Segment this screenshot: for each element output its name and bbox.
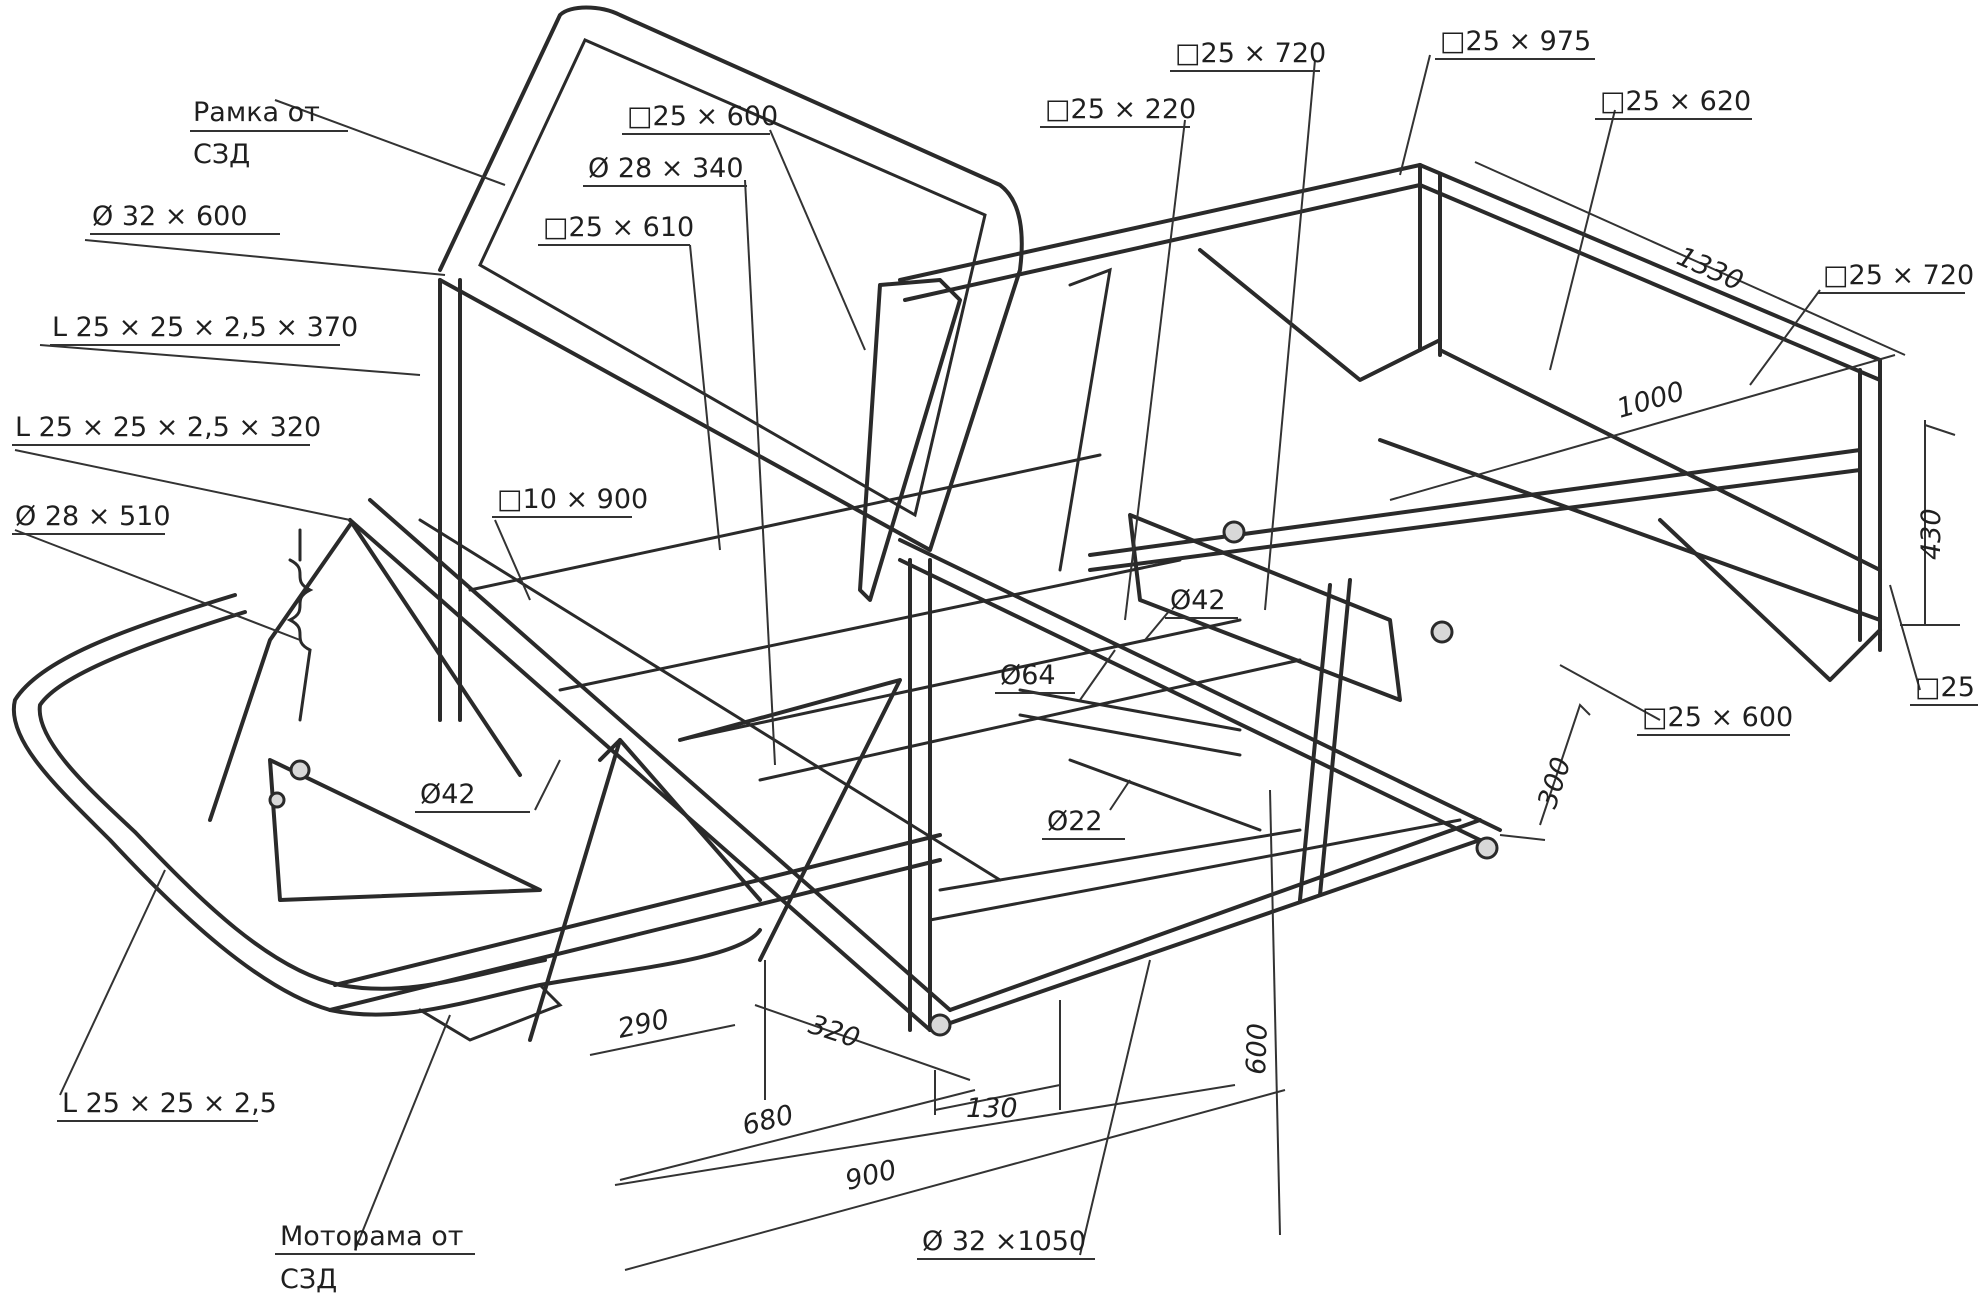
label-motorama-1: Моторама от: [280, 1221, 464, 1252]
label-d32x600: Ø 32 × 600: [92, 201, 248, 232]
label-sq10x900: □10 × 900: [497, 484, 648, 515]
joint-4: [1430, 620, 1454, 644]
dim-430: 430: [1916, 508, 1947, 560]
tube-d42-left: [418, 518, 1002, 882]
rear-frame-lower: [1378, 348, 1882, 622]
leader-lines: [14, 54, 1921, 1256]
floor-rail-right-b: [948, 818, 1482, 1012]
floor-cross-3: [678, 618, 1242, 742]
label-d32x1050: Ø 32 ×1050: [922, 1226, 1086, 1257]
dimension-lines: [589, 161, 1960, 1271]
seat-back-tube: [1058, 267, 1112, 572]
a-arm: [268, 758, 542, 902]
label-sq25-right: □25: [1915, 672, 1975, 703]
floor-cross-1: [468, 453, 1102, 592]
rear-diag: [1198, 248, 1882, 682]
seat-box: [1128, 513, 1402, 702]
post-rear: [1298, 578, 1352, 902]
tube-d64: [1018, 688, 1242, 757]
dim-290: 290: [615, 1004, 672, 1045]
label-L370: L 25 × 25 × 2,5 × 370: [52, 312, 358, 343]
label-d42-mid: Ø42: [1170, 585, 1226, 616]
tube-d22: [1068, 758, 1262, 832]
bumper-side-tube: [328, 833, 942, 1012]
floor-rail-back: [898, 558, 1482, 842]
floor-rail-left-b: [368, 498, 952, 1012]
floor-rail-right: [928, 838, 1482, 1032]
diag-cross: [678, 678, 902, 962]
shock-absorber: [286, 528, 314, 722]
front-diag-4: [528, 738, 622, 1042]
rear-frame-top: [1418, 163, 1882, 382]
windshield-inner: [478, 38, 987, 518]
label-L25x25: L 25 × 25 × 2,5: [62, 1088, 277, 1119]
front-bumper-inner: [37, 610, 547, 991]
label-sq25x610: □25 × 610: [543, 212, 694, 243]
dim-320: 320: [805, 1009, 864, 1054]
label-sq25x600-top: □25 × 600: [627, 101, 778, 132]
label-sq25x620: □25 × 620: [1600, 86, 1751, 117]
floor-rail-left: [348, 518, 932, 1032]
label-d28x340: Ø 28 × 340: [588, 153, 744, 184]
component-labels: Рамка от СЗД Ø 32 × 600 L 25 × 25 × 2,5 …: [12, 26, 1978, 1294]
label-d64: Ø64: [1000, 660, 1056, 691]
label-motorama-2: СЗД: [280, 1264, 337, 1294]
joint-5: [289, 759, 311, 781]
floor-cross-5: [928, 818, 1462, 922]
label-L320: L 25 × 25 × 2,5 × 320: [15, 412, 321, 443]
motor-mount: [418, 983, 563, 1042]
dim-300: 300: [1532, 754, 1577, 813]
post-front-left: [438, 278, 462, 722]
label-d28x510: Ø 28 × 510: [15, 501, 171, 532]
seat-back: [858, 278, 962, 602]
joint-3: [1222, 520, 1246, 544]
label-d22: Ø22: [1047, 806, 1103, 837]
dim-600: 600: [1241, 1023, 1274, 1076]
vehicle-frame: [11, 5, 1882, 1042]
label-ramka-1: Рамка от: [193, 97, 320, 128]
dim-900: 900: [842, 1154, 900, 1197]
dim-680: 680: [739, 1099, 797, 1142]
label-sq25x720-right: □25 × 720: [1823, 260, 1974, 291]
rear-frame-verticals: [1858, 358, 1882, 652]
front-diag-2: [348, 518, 522, 777]
rear-frame-side: [1418, 163, 1442, 357]
rear-frame-cross: [1088, 448, 1862, 572]
label-sq25x975: □25 × 975: [1440, 26, 1591, 57]
front-bumper-loop: [11, 593, 762, 1017]
roll-bar-top: [898, 163, 1422, 302]
label-d42-left: Ø42: [420, 779, 476, 810]
post-mid: [908, 558, 932, 1032]
joint-6: [268, 791, 286, 809]
dim-130: 130: [966, 1093, 1018, 1124]
floor-cross-2: [558, 558, 1182, 692]
floor-rail-back-b: [898, 538, 1502, 832]
label-sq25x220: □25 × 220: [1045, 94, 1196, 125]
label-sq25x600-right: □25 × 600: [1642, 702, 1793, 733]
joint-1: [1475, 836, 1499, 860]
label-sq25x720-top: □25 × 720: [1175, 38, 1326, 69]
label-ramka-2: СЗД: [193, 139, 250, 170]
floor-cross-4: [758, 658, 1302, 782]
front-diag-1: [208, 523, 352, 822]
joint-2: [928, 1013, 952, 1037]
